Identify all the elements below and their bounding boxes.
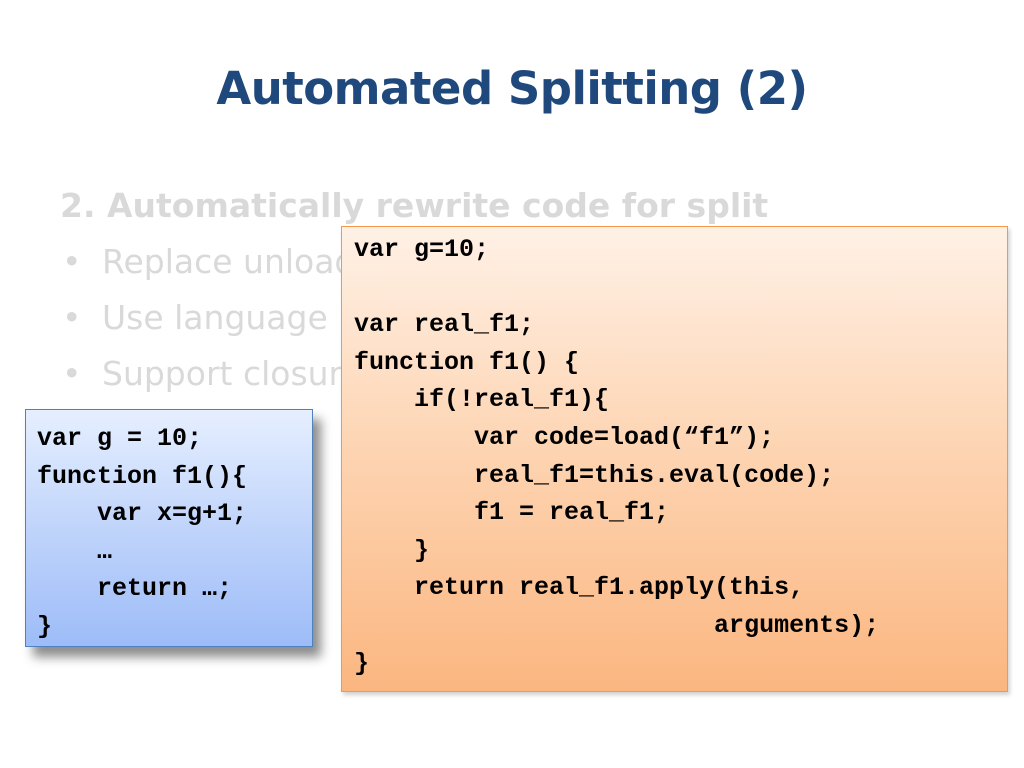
code-line: real_f1=this.eval(code);: [354, 460, 835, 490]
code-line: …: [37, 536, 113, 566]
code-line: f1 = real_f1;: [354, 498, 670, 528]
code-line: var x=g+1;: [37, 499, 248, 529]
bullet-dot-icon: •: [62, 298, 82, 337]
code-line: }: [354, 535, 430, 565]
slide-title: Automated Splitting (2): [216, 62, 808, 115]
bullet-heading: 2. Automatically rewrite code for split: [60, 186, 769, 225]
bullet-dot-icon: •: [62, 242, 82, 281]
code-line-blank: ​: [354, 269, 1007, 307]
code-line: var code=load(“f1”);: [354, 422, 775, 452]
bullet-item: • Use language: [60, 292, 768, 348]
bullet-item: • Support closur: [60, 348, 768, 404]
code-line: var g = 10;: [37, 424, 203, 453]
bullet-text: Use language: [102, 298, 328, 337]
bullet-item: • Replace unload: [60, 236, 768, 292]
code-line: }: [354, 648, 370, 678]
code-line: return real_f1.apply(this,: [354, 573, 805, 603]
rewritten-code-box: var g=10; ​ var real_f1; function f1() {…: [341, 226, 1008, 692]
bullet-dot-icon: •: [62, 354, 82, 393]
code-line: var g=10;: [354, 235, 490, 264]
code-line: if(!real_f1){: [354, 385, 610, 415]
code-line: }: [37, 611, 53, 641]
bullet-text: Replace unload: [102, 242, 356, 281]
code-line: var real_f1;: [354, 310, 535, 340]
bullet-text: Support closur: [102, 354, 343, 393]
original-code-box: var g = 10; function f1(){ var x=g+1; … …: [25, 409, 313, 647]
bullet-list: 2. Automatically rewrite code for split …: [60, 184, 768, 404]
code-line: arguments);: [354, 610, 880, 640]
code-line: return …;: [37, 574, 233, 604]
code-line: function f1(){: [37, 461, 248, 491]
code-line: function f1() {: [354, 347, 580, 377]
